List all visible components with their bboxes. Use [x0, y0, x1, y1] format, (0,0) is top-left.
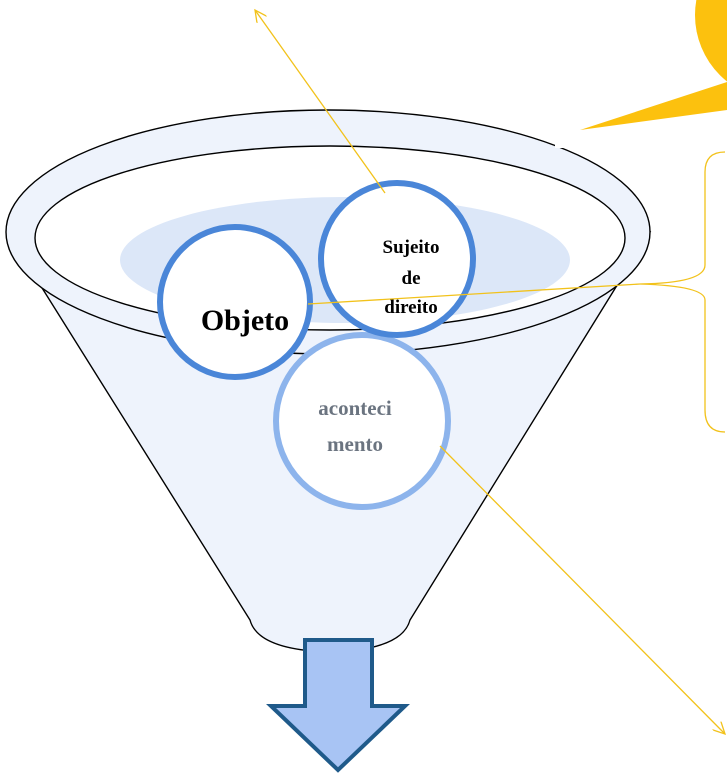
connector-up-arrow: [255, 10, 386, 194]
sun-shape: [580, 0, 727, 130]
circle-acontecimento: [273, 332, 451, 510]
connector-objeto-bracket: [307, 283, 641, 305]
rim-highlight: [555, 140, 585, 148]
label-acontecimento-line2: mento: [327, 432, 383, 456]
label-sujeito-line1: Sujeito: [383, 237, 440, 258]
circle-objeto: [157, 224, 313, 380]
label-acontecimento-line1: aconteci: [318, 396, 392, 420]
label-sujeito-line3: direito: [384, 297, 437, 318]
connector-down-arrow: [439, 445, 725, 734]
down-arrow-icon: [266, 638, 410, 773]
right-brace: [639, 151, 726, 433]
label-sujeito-line2: de: [402, 268, 421, 289]
label-objeto: Objeto: [201, 304, 289, 337]
